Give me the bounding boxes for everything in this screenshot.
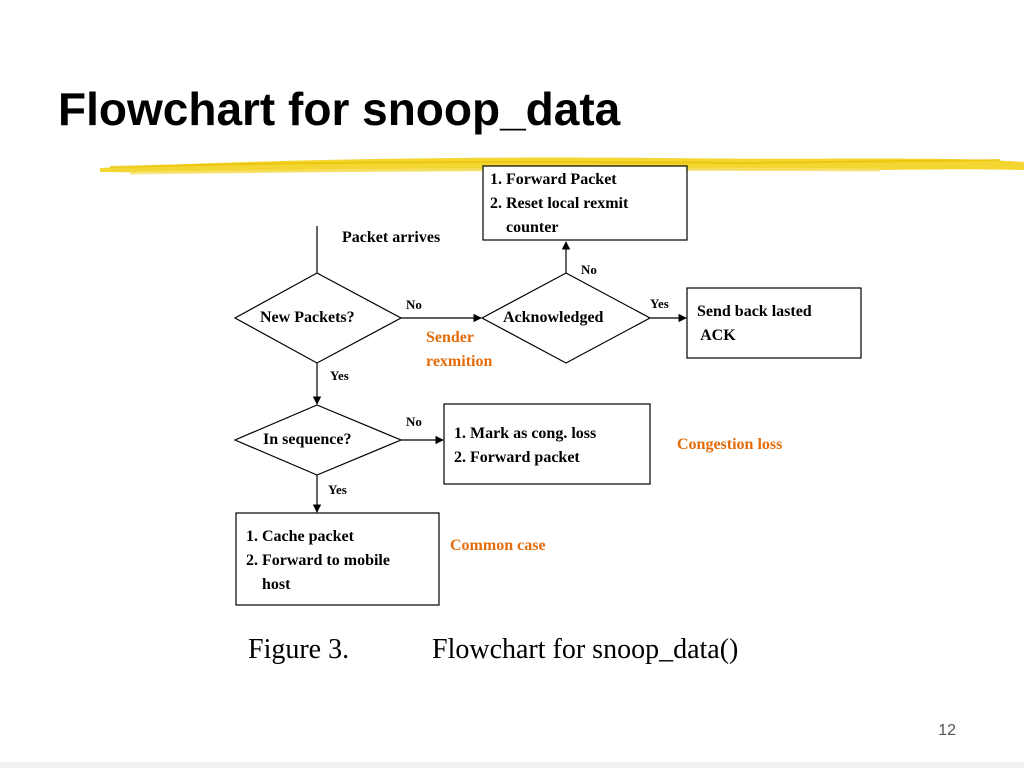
mark-cong-loss-box	[443, 403, 651, 485]
congestion-loss-annotation: Congestion loss	[677, 436, 783, 453]
common-case-annotation: Common case	[450, 537, 546, 554]
bottom-rule	[0, 762, 1024, 768]
new-packets-yes-label: Yes	[330, 368, 349, 383]
figure-caption-text: Flowchart for snoop_data()	[432, 634, 739, 665]
forward-reset-text: 1. Forward Packet 2. Reset local rexmit …	[490, 171, 629, 236]
sender-rexmition-annotation: Sender rexmition	[426, 329, 493, 370]
figure-caption-label: Figure 3.	[248, 634, 350, 665]
acknowledged-decision	[480, 272, 652, 364]
page-number: 12	[938, 722, 956, 739]
in-sequence-label: In sequence?	[263, 431, 352, 448]
new-packets-no-label: No	[406, 297, 422, 312]
mark-cong-loss-text: 1. Mark as cong. loss 2. Forward packet	[454, 425, 597, 466]
forward-reset-box	[482, 165, 688, 241]
in-sequence-no-label: No	[406, 414, 422, 429]
acknowledged-label: Acknowledged	[503, 309, 604, 326]
send-back-ack-box	[686, 287, 862, 359]
ack-yes-label: Yes	[650, 296, 669, 311]
ack-no-label: No	[581, 262, 597, 277]
new-packets-label: New Packets?	[260, 309, 355, 326]
slide-title: Flowchart for snoop_data	[58, 83, 621, 135]
cache-forward-box	[235, 512, 440, 606]
in-sequence-yes-label: Yes	[328, 482, 347, 497]
packet-arrives-label: Packet arrives	[342, 229, 441, 246]
send-back-ack-text: Send back lasted ACK	[697, 303, 812, 344]
cache-forward-text: 1. Cache packet 2. Forward to mobile hos…	[246, 528, 390, 593]
